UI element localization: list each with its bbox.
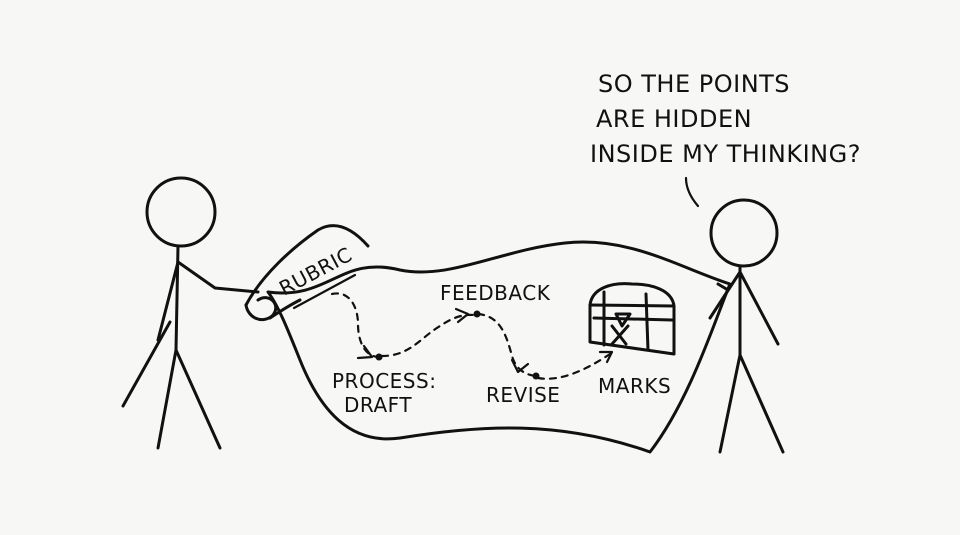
speech-line-3: INSIDE MY THINKING? — [590, 140, 861, 168]
speech-bubble-text: SO THE POINTS ARE HIDDEN INSIDE MY THINK… — [590, 70, 861, 168]
speech-line-1: SO THE POINTS — [598, 70, 790, 98]
speech-tail — [684, 176, 700, 208]
step-draft-label: DRAFT — [344, 393, 412, 417]
rubric-label: RUBRIC — [275, 242, 356, 300]
step-revise-label: REVISE — [486, 383, 560, 407]
treasure-map: RUBRIC PROCESS: DRAFT FEEDBACK REVISE MA… — [244, 224, 732, 454]
treasure-chest-icon — [588, 282, 676, 356]
right-stick-figure — [708, 198, 785, 454]
step-marks-label: MARKS — [598, 374, 671, 398]
step-feedback-label: FEEDBACK — [440, 281, 551, 305]
speech-line-2: ARE HIDDEN — [596, 105, 752, 133]
step-process-label: PROCESS: — [332, 369, 436, 393]
left-stick-figure — [121, 176, 260, 450]
